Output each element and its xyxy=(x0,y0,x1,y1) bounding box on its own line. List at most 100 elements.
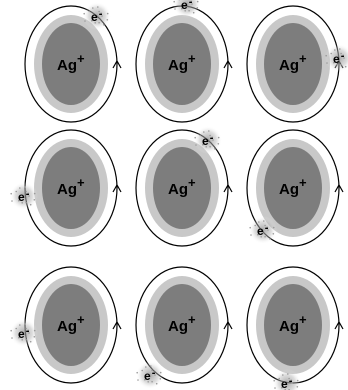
electron-cloud-speck xyxy=(25,339,27,341)
electron-symbol: e xyxy=(257,224,264,238)
electron-cloud-speck xyxy=(88,11,90,13)
electron-charge: - xyxy=(26,188,30,200)
ion-charge: + xyxy=(188,51,196,66)
electron-cloud-speck xyxy=(34,193,36,195)
electron-cloud-speck xyxy=(145,366,147,368)
electron: e- xyxy=(173,0,201,18)
electron: e- xyxy=(249,216,277,244)
electron-cloud-speck xyxy=(282,374,284,376)
electron: e- xyxy=(10,319,38,347)
electron-charge: - xyxy=(265,222,269,234)
electron-cloud-speck xyxy=(19,187,21,189)
electron-cloud-speck xyxy=(19,324,21,326)
ion-panel-r2-c3: Ag+ e- xyxy=(247,130,343,246)
ion-charge: + xyxy=(77,312,85,327)
electron-cloud-speck xyxy=(30,341,32,343)
ion-panel-r1-c2: Ag+ e- xyxy=(136,0,232,122)
electron-charge: - xyxy=(99,8,103,20)
ion-panel-r2-c2: Ag+ e- xyxy=(136,126,232,246)
ion-charge: + xyxy=(77,175,85,190)
electron-cloud-speck xyxy=(334,49,336,51)
electron-cloud-speck xyxy=(297,380,299,382)
ion-symbol: Ag xyxy=(57,57,77,74)
electron-charge: - xyxy=(152,367,156,379)
electron-symbol: e xyxy=(181,0,188,12)
ion-symbol: Ag xyxy=(57,318,77,335)
ion-panel-r1-c3: Ag+e- xyxy=(247,6,348,122)
ion-panel-r2-c1: Ag+ e- xyxy=(10,130,121,246)
electron-charge: - xyxy=(26,325,30,337)
electron-cloud-speck xyxy=(250,234,252,236)
ion-charge: + xyxy=(299,175,307,190)
electron-cloud-speck xyxy=(160,372,162,374)
electron-symbol: e xyxy=(281,377,288,390)
electron-cloud-speck xyxy=(274,387,276,389)
electron: e- xyxy=(83,2,111,30)
electron-cloud-speck xyxy=(254,225,256,227)
electron-cloud-speck xyxy=(107,13,109,15)
electron-cloud-speck xyxy=(249,227,251,229)
electron-cloud-speck xyxy=(103,24,105,26)
electron-cloud-speck xyxy=(15,191,17,193)
ion-charge: + xyxy=(299,312,307,327)
electron: e- xyxy=(136,361,164,389)
electron-cloud-speck xyxy=(160,378,162,380)
ion-panel-r3-c2: Ag+e- xyxy=(136,267,232,389)
electron-symbol: e xyxy=(333,52,340,66)
electron-cloud-speck xyxy=(195,144,197,146)
ion-symbol: Ag xyxy=(279,57,299,74)
electron-cloud-speck xyxy=(264,236,266,238)
electron-cloud-speck xyxy=(258,221,260,223)
electron-cloud-speck xyxy=(137,379,139,381)
electron-cloud-speck xyxy=(214,148,216,150)
electron-cloud-speck xyxy=(209,146,211,148)
ion-symbol: Ag xyxy=(168,318,188,335)
electron-cloud-speck xyxy=(273,380,275,382)
electron-cloud-speck xyxy=(136,372,138,374)
electron-cloud-speck xyxy=(92,7,94,9)
ion-panel-r3-c3: Ag+e- xyxy=(247,267,343,390)
electron-symbol: e xyxy=(18,190,25,204)
electron-cloud-speck xyxy=(156,383,158,385)
ion-charge: + xyxy=(77,51,85,66)
electron-cloud-speck xyxy=(330,53,332,55)
electron-cloud-speck xyxy=(98,22,100,24)
electron-cloud-speck xyxy=(11,200,13,202)
ion-symbol: Ag xyxy=(168,181,188,198)
electron-cloud-speck xyxy=(297,386,299,388)
electron-cloud-speck xyxy=(218,137,220,139)
ion-charge: + xyxy=(299,51,307,66)
electron-cloud-speck xyxy=(203,131,205,133)
electron-cloud-speck xyxy=(194,137,196,139)
electron-cloud-speck xyxy=(15,328,17,330)
ion-panel-r1-c1: Ag+ e- xyxy=(25,2,121,122)
electron: e- xyxy=(10,182,38,210)
ion-symbol: Ag xyxy=(57,181,77,198)
electron-charge: - xyxy=(189,0,193,8)
electron-cloud-speck xyxy=(30,204,32,206)
electron-cloud-speck xyxy=(197,1,199,3)
electron-cloud-speck xyxy=(278,378,280,380)
electron-cloud-speck xyxy=(34,336,36,338)
electron-cloud-speck xyxy=(107,19,109,21)
electron-cloud-speck xyxy=(197,7,199,9)
electron-cloud-speck xyxy=(188,10,190,12)
electron-cloud-speck xyxy=(273,233,275,235)
electron-cloud-speck xyxy=(218,143,220,145)
electron-symbol: e xyxy=(144,369,151,383)
electron-symbol: e xyxy=(202,134,209,148)
electron: e- xyxy=(194,126,222,154)
ion-charge: + xyxy=(188,175,196,190)
electron-cloud-speck xyxy=(10,193,12,195)
ion-panel-r3-c1: Ag+ e- xyxy=(10,267,121,383)
electron-cloud-speck xyxy=(273,227,275,229)
electron-cloud-speck xyxy=(83,13,85,15)
ion-symbol: Ag xyxy=(279,181,299,198)
electron-cloud-speck xyxy=(345,66,347,68)
electron-cloud-speck xyxy=(174,8,176,10)
electron-cloud-speck xyxy=(199,135,201,137)
electron-cloud-speck xyxy=(173,1,175,3)
ion-symbol: Ag xyxy=(168,57,188,74)
